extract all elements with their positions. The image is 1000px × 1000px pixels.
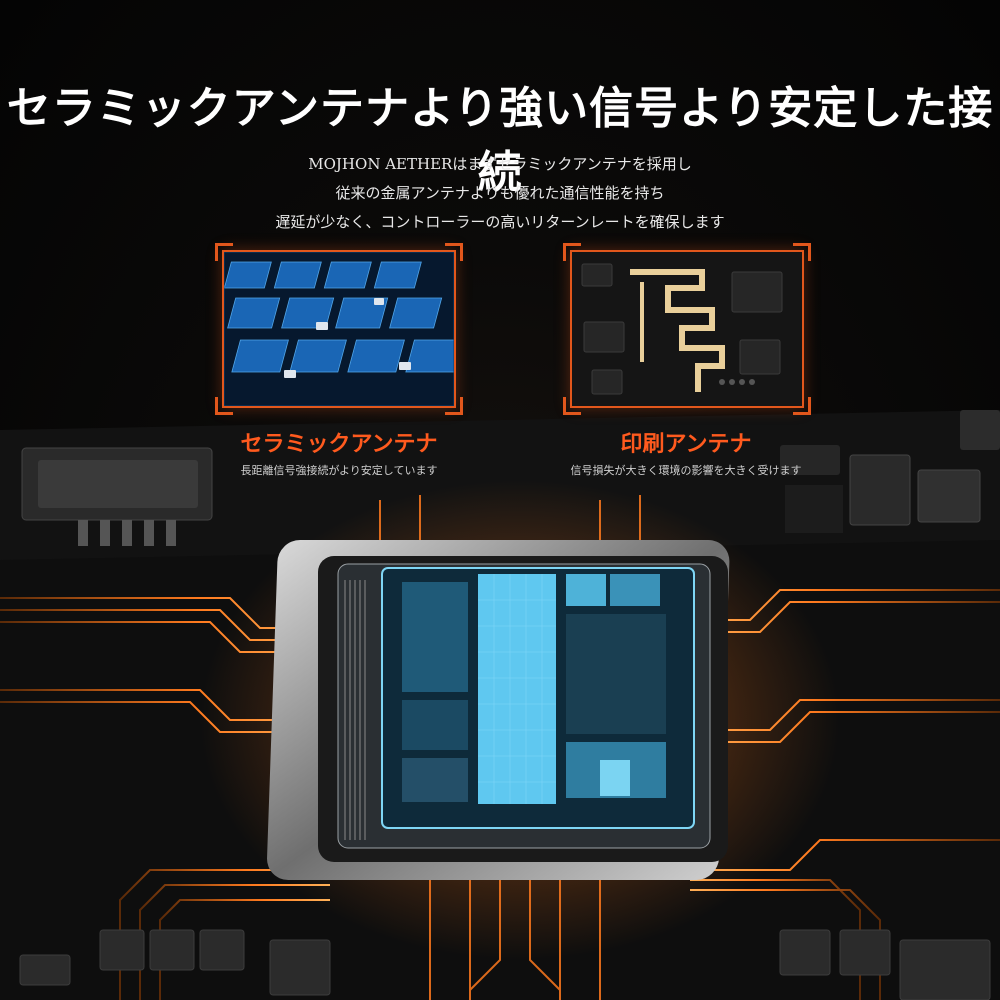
description-line-1: MOJHON AETHERはまずセラミックアンテナを採用し — [308, 155, 692, 173]
left-component — [21, 447, 213, 546]
bottom-components — [19, 929, 991, 1000]
processor-chip — [267, 540, 730, 880]
printed-antenna-pcb-illustration — [572, 252, 802, 406]
page-title: セラミックアンテナより強い信号より安定した接続 — [6, 83, 994, 198]
printed-antenna-label: 印刷アンテナ — [620, 431, 752, 457]
right-components — [780, 410, 1000, 533]
description-line-2: 従来の金属アンテナよりも優れた通信性能を持ち — [335, 184, 665, 202]
description-line-3: 遅延が少なく、コントローラーの高いリターンレートを確保します — [275, 213, 725, 231]
printed-antenna-caption: 信号損失が大きく環境の影響を大きく受けます — [570, 464, 802, 477]
ceramic-antenna-label: セラミックアンテナ — [240, 431, 438, 457]
ceramic-antenna-image — [215, 243, 463, 415]
printed-antenna-image — [563, 243, 811, 415]
ceramic-antenna-caption: 長距離信号強接続がより安定しています — [240, 464, 438, 477]
ceramic-chip-grid-illustration — [224, 252, 454, 406]
